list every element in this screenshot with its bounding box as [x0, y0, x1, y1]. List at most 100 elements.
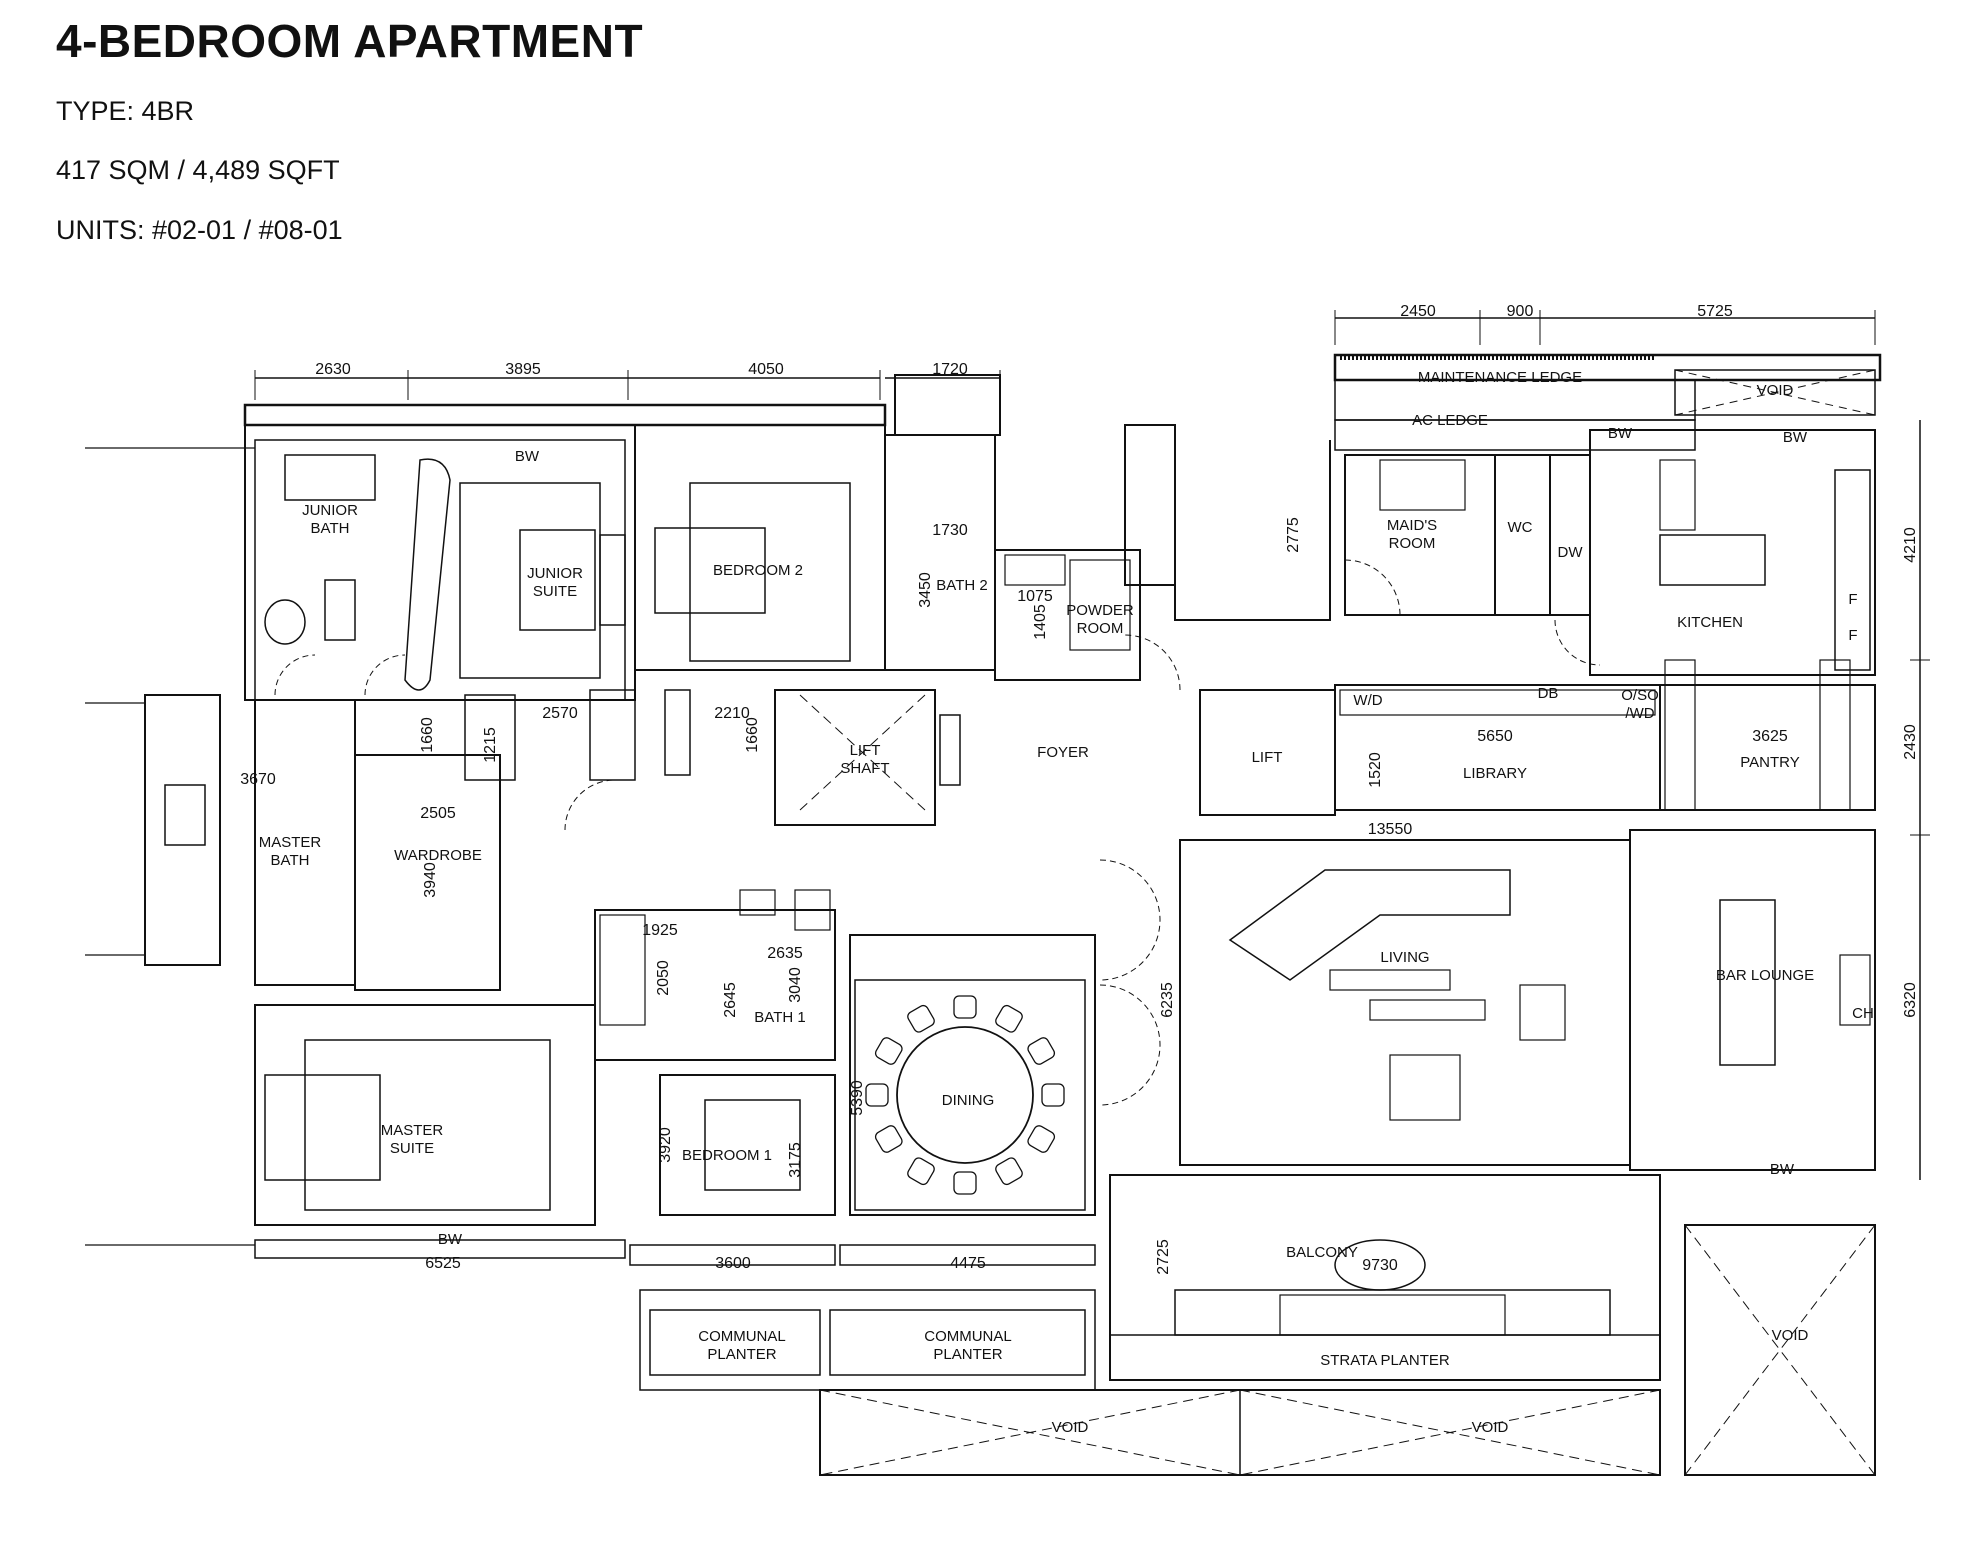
dim-3175: 3175: [787, 1142, 804, 1178]
dim-3625: 3625: [1752, 728, 1788, 745]
dim-4475: 4475: [950, 1255, 986, 1272]
label-maids-room-1: MAID'S: [1387, 517, 1437, 534]
dim-5390: 5390: [849, 1080, 866, 1116]
label-bw-4: BW: [438, 1231, 463, 1248]
label-void-bottom-1: VOID: [1052, 1419, 1089, 1436]
dim-3940: 3940: [422, 862, 439, 898]
dim-2645: 2645: [722, 982, 739, 1018]
dining-chair: [874, 1125, 903, 1153]
dim-1215: 1215: [482, 727, 499, 763]
label-bw-5: BW: [1770, 1161, 1795, 1178]
dim-1730: 1730: [932, 522, 968, 539]
dining-chair: [907, 1004, 935, 1033]
label-bath-1: BATH 1: [754, 1009, 805, 1026]
label-master-suite-1: MASTER: [381, 1122, 444, 1139]
label-bath-2: BATH 2: [936, 577, 987, 594]
label-lift-shaft-1: LIFT: [850, 742, 881, 759]
label-communal-planter-b-1: COMMUNAL: [924, 1328, 1012, 1345]
dim-13550: 13550: [1368, 821, 1413, 838]
label-living: LIVING: [1380, 949, 1429, 966]
label-oso-wd-2: /WD: [1625, 705, 1654, 722]
label-bw-1: BW: [1608, 425, 1633, 442]
dim-1075: 1075: [1017, 588, 1053, 605]
label-bw-2: BW: [1783, 429, 1808, 446]
label-void-top: VOID: [1757, 382, 1794, 399]
unit-area: 417 SQM / 4,489 SQFT: [56, 155, 340, 185]
label-master-bath-1: MASTER: [259, 834, 322, 851]
dim-6235: 6235: [1159, 982, 1176, 1018]
label-master-bath-2: BATH: [271, 852, 310, 869]
label-maids-room-2: ROOM: [1389, 535, 1436, 552]
dim-2450: 2450: [1400, 303, 1436, 320]
dim-2725: 2725: [1155, 1239, 1172, 1275]
dim-5650: 5650: [1477, 728, 1513, 745]
dim-1405: 1405: [1032, 604, 1049, 640]
dim-6525: 6525: [425, 1255, 461, 1272]
label-wc: WC: [1508, 519, 1533, 536]
dining-chair: [953, 1171, 977, 1195]
dining-chairs: [865, 995, 1065, 1195]
label-bedroom-2: BEDROOM 2: [713, 562, 803, 579]
label-fridge-2: F: [1848, 627, 1857, 644]
dim-2570: 2570: [542, 705, 578, 722]
label-dining: DINING: [942, 1092, 995, 1109]
label-communal-planter-a-1: COMMUNAL: [698, 1328, 786, 1345]
dining-chair: [865, 1083, 889, 1107]
dim-2630: 2630: [315, 361, 351, 378]
dim-2210: 2210: [714, 705, 750, 722]
dim-2505: 2505: [420, 805, 456, 822]
dining-chair: [995, 1157, 1023, 1186]
dim-5725: 5725: [1697, 303, 1733, 320]
dim-3920: 3920: [657, 1127, 674, 1163]
dim-3670: 3670: [240, 771, 276, 788]
label-powder-room-2: ROOM: [1077, 620, 1124, 637]
dim-4050: 4050: [748, 361, 784, 378]
label-master-suite-2: SUITE: [390, 1140, 434, 1157]
dim-2775: 2775: [1285, 517, 1302, 553]
dim-3040: 3040: [787, 967, 804, 1003]
label-kitchen: KITCHEN: [1677, 614, 1743, 631]
label-junior-bath-1: JUNIOR: [302, 502, 358, 519]
label-communal-planter-b-2: PLANTER: [933, 1346, 1002, 1363]
dim-1720: 1720: [932, 361, 968, 378]
label-library: LIBRARY: [1463, 765, 1527, 782]
dim-900: 900: [1507, 303, 1534, 320]
dining-chair: [1027, 1125, 1056, 1153]
unit-numbers: UNITS: #02-01 / #08-01: [56, 215, 343, 245]
dining-chair: [874, 1037, 903, 1065]
label-oso-wd-1: O/SO: [1621, 687, 1659, 704]
dim-1660-a: 1660: [419, 717, 436, 753]
label-bw-3: BW: [515, 448, 540, 465]
label-junior-suite-1: JUNIOR: [527, 565, 583, 582]
label-junior-suite-2: SUITE: [533, 583, 577, 600]
label-communal-planter-a-2: PLANTER: [707, 1346, 776, 1363]
dim-3450: 3450: [917, 572, 934, 608]
label-pantry: PANTRY: [1740, 754, 1799, 771]
dim-1520: 1520: [1367, 752, 1384, 788]
dim-2635: 2635: [767, 945, 803, 962]
label-ch: CH: [1852, 1005, 1874, 1022]
label-strata-planter: STRATA PLANTER: [1320, 1352, 1450, 1369]
dim-3600: 3600: [715, 1255, 751, 1272]
label-ac-ledge: AC LEDGE: [1412, 412, 1488, 429]
label-balcony: BALCONY: [1286, 1244, 1358, 1261]
unit-type: TYPE: 4BR: [56, 96, 195, 126]
dim-6320: 6320: [1902, 982, 1919, 1018]
label-void-bottom-2: VOID: [1472, 1419, 1509, 1436]
dining-chair: [995, 1004, 1023, 1033]
dim-2430: 2430: [1902, 724, 1919, 760]
label-dw: DW: [1558, 544, 1584, 561]
label-powder-room-1: POWDER: [1066, 602, 1134, 619]
label-db: DB: [1538, 685, 1559, 702]
label-bedroom-1: BEDROOM 1: [682, 1147, 772, 1164]
dim-1925: 1925: [642, 922, 678, 939]
label-lift-shaft-2: SHAFT: [840, 760, 889, 777]
dining-chair: [1027, 1037, 1056, 1065]
label-wardrobe: WARDROBE: [394, 847, 482, 864]
dining-chair: [1041, 1083, 1065, 1107]
label-junior-bath-2: BATH: [311, 520, 350, 537]
dim-2050: 2050: [655, 960, 672, 996]
label-bar-lounge: BAR LOUNGE: [1716, 967, 1814, 984]
label-foyer: FOYER: [1037, 744, 1089, 761]
